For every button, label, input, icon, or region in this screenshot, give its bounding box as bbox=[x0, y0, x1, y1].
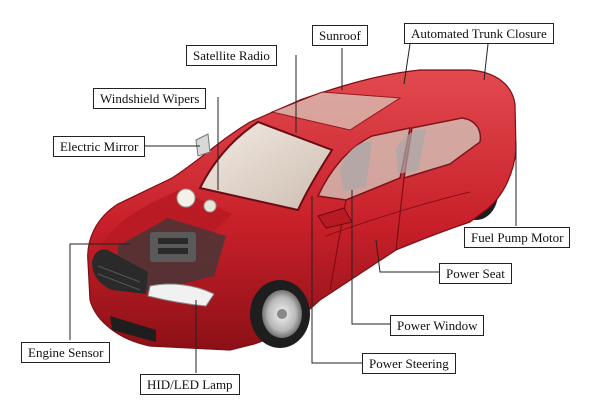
label-automated-trunk-closure: Automated Trunk Closure bbox=[404, 23, 554, 44]
label-engine-sensor: Engine Sensor bbox=[21, 342, 111, 363]
leader-lines bbox=[69, 43, 517, 373]
label-windshield-wipers: Windshield Wipers bbox=[93, 88, 207, 109]
side-mirror bbox=[195, 133, 211, 157]
label-sunroof: Sunroof bbox=[312, 25, 368, 46]
label-hid-led-lamp: HID/LED Lamp bbox=[140, 374, 240, 395]
label-satellite-radio: Satellite Radio bbox=[186, 45, 277, 66]
front-grille bbox=[92, 249, 156, 342]
label-power-window: Power Window bbox=[390, 315, 485, 336]
headlamp bbox=[147, 283, 215, 307]
label-power-steering: Power Steering bbox=[362, 353, 456, 374]
label-power-seat: Power Seat bbox=[439, 263, 512, 284]
engine-bay bbox=[118, 188, 226, 292]
roof-glass bbox=[270, 91, 402, 131]
seats bbox=[340, 129, 426, 192]
label-fuel-pump-motor: Fuel Pump Motor bbox=[464, 227, 571, 248]
windshield bbox=[198, 120, 334, 212]
label-electric-mirror: Electric Mirror bbox=[53, 136, 146, 157]
front-wheel bbox=[250, 280, 310, 348]
